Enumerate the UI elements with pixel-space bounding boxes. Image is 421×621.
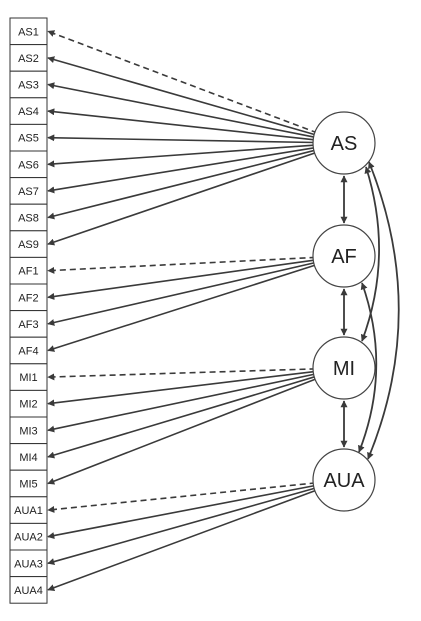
indicator-label: AUA3 (14, 558, 43, 570)
loading-arrow-as-as1 (47, 30, 318, 134)
indicator-as6: AS6 (9, 150, 48, 179)
loading-arrow-mi-mi4 (47, 375, 317, 459)
indicator-mi5: MI5 (9, 469, 48, 498)
indicator-label: AS5 (18, 133, 39, 145)
loading-arrow-mi-mi5 (47, 377, 318, 485)
indicator-label: AS8 (18, 213, 39, 225)
latent-label: AF (331, 246, 357, 268)
latent-as: AS (312, 111, 376, 175)
indicator-box (9, 123, 48, 152)
indicator-mi4: MI4 (9, 443, 48, 471)
indicator-label: MI2 (19, 399, 37, 411)
indicator-aua4: AUA4 (9, 576, 48, 604)
indicator-aua1: AUA1 (9, 496, 48, 524)
indicator-label: MI4 (19, 452, 37, 464)
indicator-label: MI1 (19, 372, 37, 384)
loading-arrow-mi-mi2 (47, 370, 316, 407)
loading-arrow-as-as7 (47, 146, 316, 194)
loading-arrow-as-as8 (47, 149, 317, 220)
indicator-af1: AF1 (9, 256, 48, 285)
loading-arrow-aua-aua2 (47, 484, 317, 539)
indicator-aua3: AUA3 (9, 549, 48, 578)
loading-arrow-aua-aua1 (47, 482, 316, 513)
indicator-box (9, 416, 48, 445)
indicator-mi1: MI1 (9, 363, 48, 391)
indicator-label: AS2 (18, 53, 39, 65)
indicator-box (9, 70, 48, 99)
indicator-af2: AF2 (9, 283, 48, 312)
loading-arrow-aua-aua4 (47, 489, 318, 591)
latent-label: AUA (323, 470, 365, 492)
indicator-as4: AS4 (9, 97, 48, 125)
loading-arrow-af-af3 (47, 261, 317, 326)
indicator-as3: AS3 (9, 70, 48, 99)
indicator-label: AS3 (18, 80, 39, 92)
loading-arrow-af-af1 (47, 256, 316, 274)
indicator-label: AUA1 (14, 505, 43, 517)
indicator-box (9, 256, 48, 285)
latent-af: AF (312, 224, 376, 288)
indicator-label: MI3 (19, 425, 37, 437)
indicator-label: AF4 (18, 346, 38, 358)
indicator-label: AS6 (18, 159, 39, 171)
latent-circle (312, 224, 376, 288)
paths-layer (47, 30, 400, 591)
indicator-mi2: MI2 (9, 389, 48, 418)
indicator-label: AS1 (18, 26, 39, 38)
indicator-box (9, 469, 48, 498)
loading-arrow-as-as5 (47, 134, 316, 144)
indicator-label: MI5 (19, 479, 37, 491)
indicator-label: AF2 (18, 292, 38, 304)
latent-circle (312, 336, 376, 400)
indicator-as8: AS8 (9, 203, 48, 232)
loading-arrow-mi-mi3 (47, 373, 317, 433)
loading-arrow-as-as6 (47, 144, 316, 168)
indicator-as7: AS7 (9, 177, 48, 205)
indicator-as2: AS2 (9, 44, 48, 72)
loading-arrow-as-as2 (47, 56, 317, 136)
indicator-box (9, 44, 48, 72)
latent-circle (312, 448, 376, 512)
indicator-label: AS7 (18, 186, 39, 198)
loading-arrow-af-af4 (47, 263, 318, 352)
latent-mi: MI (312, 336, 376, 400)
indicator-label: AF1 (18, 266, 38, 278)
indicator-as1: AS1 (9, 17, 48, 46)
indicator-label: AUA4 (14, 585, 43, 597)
latent-label: MI (333, 358, 355, 380)
indicator-label: AF3 (18, 319, 38, 331)
indicator-label: AUA2 (14, 532, 43, 544)
loading-arrow-mi-mi1 (47, 368, 316, 381)
indicator-box (9, 363, 48, 391)
indicator-mi3: MI3 (9, 416, 48, 445)
indicator-label: AS4 (18, 106, 39, 118)
indicator-label: AS9 (18, 239, 39, 251)
loading-arrow-aua-aua3 (47, 486, 317, 565)
indicator-aua2: AUA2 (9, 522, 48, 551)
latents-layer: AS AF MI AUA (312, 111, 376, 512)
indicators-layer: AS1AS2AS3AS4AS5AS6AS7AS8AS9AF1AF2AF3AF4M… (9, 17, 48, 604)
covariance-arrow-as-aua (367, 161, 400, 460)
indicator-af3: AF3 (9, 310, 48, 338)
loading-arrow-as-as4 (47, 108, 316, 141)
indicator-box (9, 443, 48, 471)
indicator-af4: AF4 (9, 336, 48, 365)
indicator-box (9, 17, 48, 46)
indicator-box (9, 549, 48, 578)
loading-arrow-af-af2 (47, 259, 316, 300)
indicator-as9: AS9 (9, 230, 48, 258)
indicator-box (9, 150, 48, 179)
loading-arrow-as-as3 (47, 82, 317, 139)
indicator-box (9, 283, 48, 312)
latent-label: AS (331, 133, 358, 155)
indicator-box (9, 576, 48, 604)
loading-arrow-as-as9 (47, 151, 318, 246)
latent-aua: AUA (312, 448, 376, 512)
indicator-box (9, 522, 48, 551)
indicator-box (9, 230, 48, 258)
indicator-box (9, 203, 48, 232)
latent-circle (312, 111, 376, 175)
indicator-as5: AS5 (9, 123, 48, 152)
